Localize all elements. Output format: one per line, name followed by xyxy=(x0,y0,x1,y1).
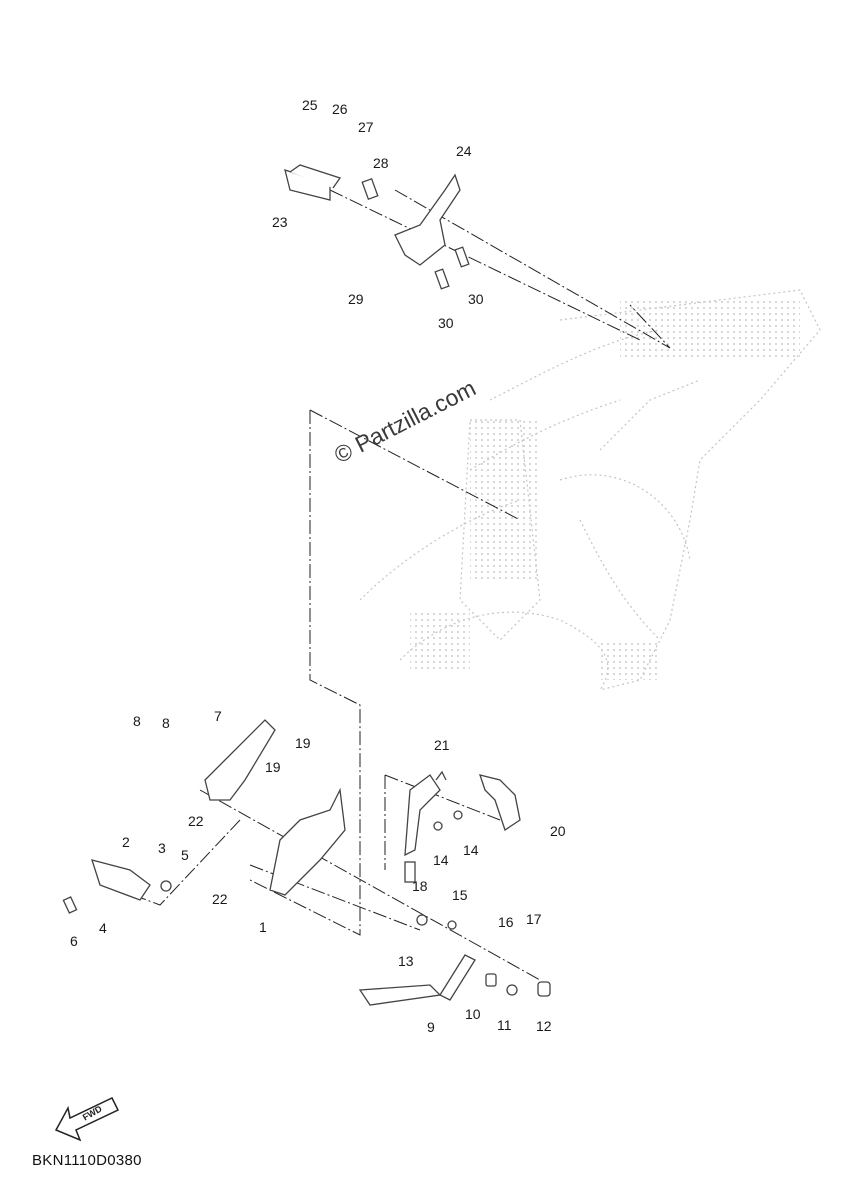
part-label-8b: 8 xyxy=(162,715,170,731)
part-label-15: 15 xyxy=(452,887,468,903)
rear-footpeg-bracket xyxy=(284,164,470,290)
part-label-29: 29 xyxy=(348,291,364,307)
part-label-2: 2 xyxy=(122,834,130,850)
part-label-13: 13 xyxy=(398,953,414,969)
part-label-8a: 8 xyxy=(133,713,141,729)
part-label-11: 11 xyxy=(497,1017,512,1033)
part-label-1: 1 xyxy=(259,919,267,935)
part-label-16: 16 xyxy=(498,914,514,930)
part-label-19a: 19 xyxy=(295,735,311,751)
part-label-5: 5 xyxy=(181,847,189,863)
part-label-21: 21 xyxy=(434,737,450,753)
part-label-14b: 14 xyxy=(463,842,479,858)
assembly-lines xyxy=(119,189,671,981)
fwd-arrow-icon xyxy=(54,1097,120,1142)
part-label-17: 17 xyxy=(526,911,542,927)
part-label-6: 6 xyxy=(70,933,78,949)
part-label-18: 18 xyxy=(412,878,428,894)
part-label-3: 3 xyxy=(158,840,166,856)
part-label-7: 7 xyxy=(214,708,222,724)
part-label-23: 23 xyxy=(272,214,288,230)
part-label-14a: 14 xyxy=(433,852,449,868)
part-label-22b: 22 xyxy=(212,891,228,907)
part-label-24: 24 xyxy=(456,143,472,159)
part-label-10: 10 xyxy=(465,1006,481,1022)
part-label-22a: 22 xyxy=(188,813,204,829)
part-label-28: 28 xyxy=(373,155,389,171)
part-label-26: 26 xyxy=(332,101,348,117)
part-label-9: 9 xyxy=(427,1019,435,1035)
part-label-30b: 30 xyxy=(438,315,454,331)
frame-ghost-dots xyxy=(410,300,800,680)
part-label-25: 25 xyxy=(302,97,318,113)
part-label-30a: 30 xyxy=(468,291,484,307)
main-footrest-bracket xyxy=(62,719,551,1006)
part-label-4: 4 xyxy=(99,920,107,936)
part-label-20: 20 xyxy=(550,823,566,839)
part-label-27: 27 xyxy=(358,119,374,135)
diagram-code: BKN1110D0380 xyxy=(32,1152,142,1169)
part-label-19b: 19 xyxy=(265,759,281,775)
part-label-12: 12 xyxy=(536,1018,552,1034)
